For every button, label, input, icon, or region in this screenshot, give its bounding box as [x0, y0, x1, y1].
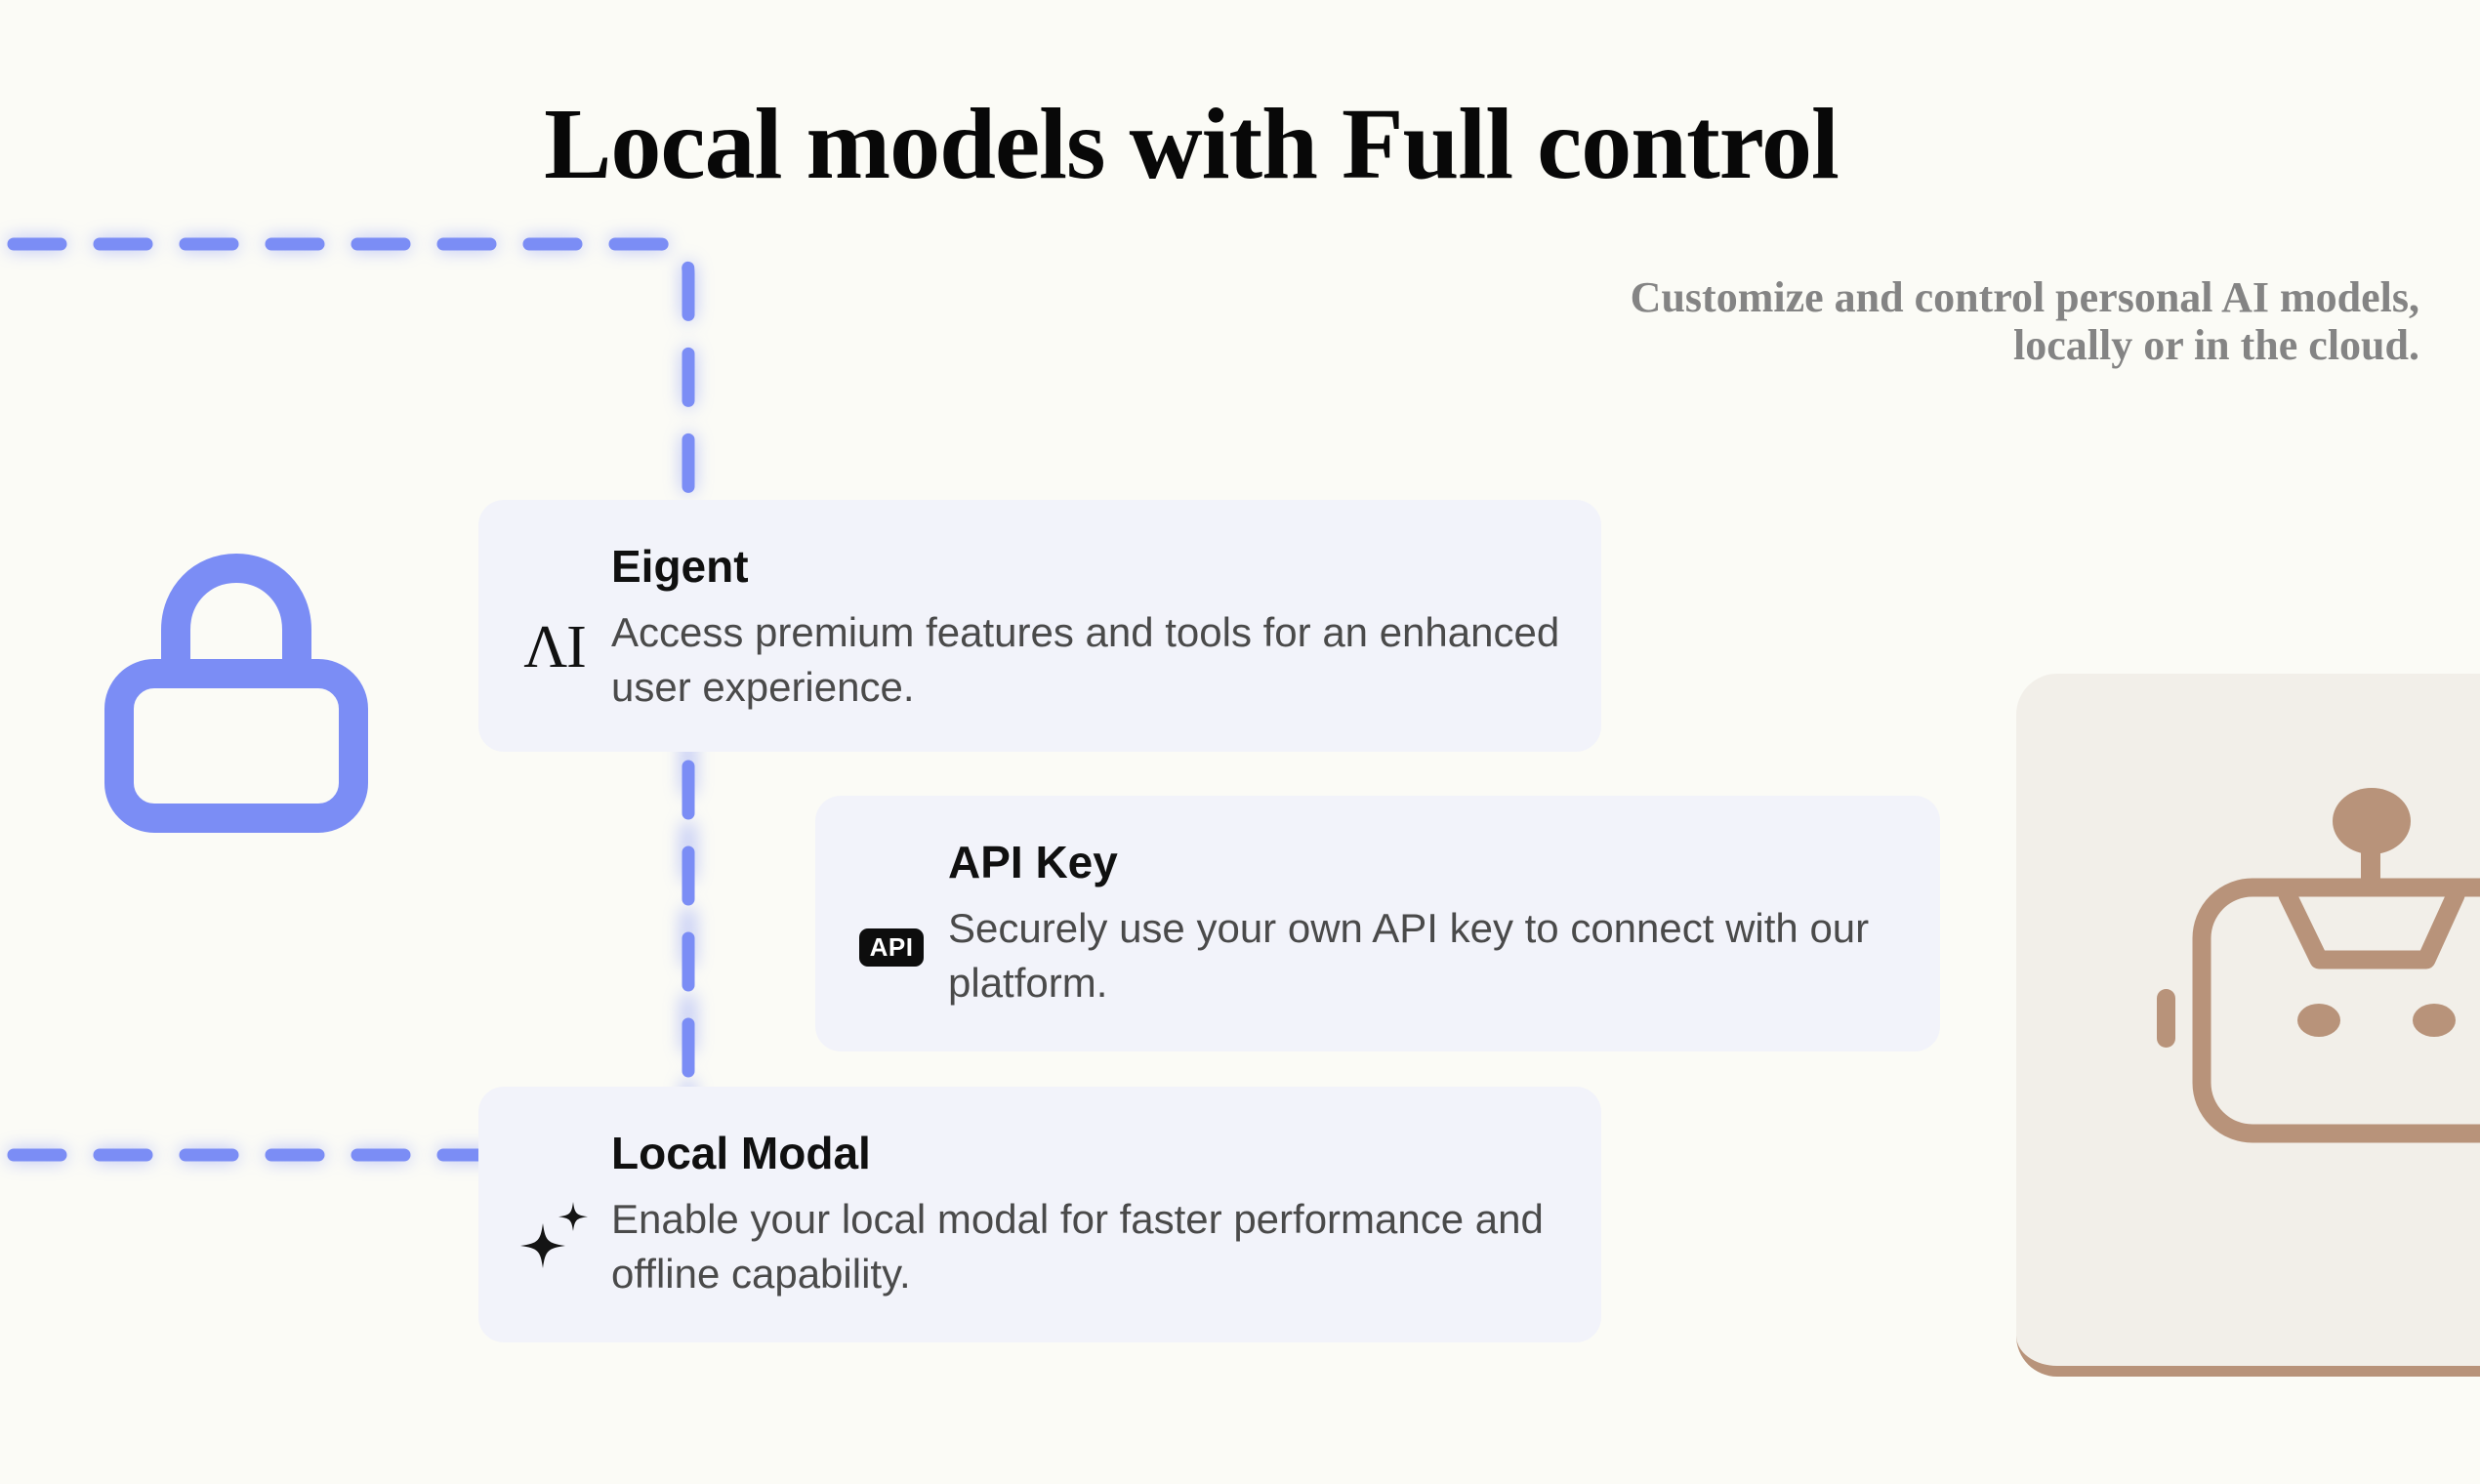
feature-card-eigent[interactable]: ΛI Eigent Access premium features and to…: [478, 500, 1601, 752]
sparkles-icon-glyph: [520, 1202, 588, 1268]
feature-card-local-modal[interactable]: Local Modal Enable your local modal for …: [478, 1087, 1601, 1342]
feature-card-description: Enable your local modal for faster perfo…: [611, 1196, 1544, 1297]
lock-icon-wrapper: [98, 547, 376, 845]
feature-card-body: Local Modal Enable your local modal for …: [611, 1130, 1566, 1300]
feature-card-description: Securely use your own API key to connect…: [948, 905, 1870, 1006]
eigent-lambda-logo-icon: ΛI: [523, 614, 587, 680]
robot-icon: [2157, 788, 2480, 1143]
lock-icon: [104, 553, 368, 833]
page-subtitle-line-1: Customize and control personal AI models…: [1630, 273, 2419, 321]
api-badge-icon: API: [849, 905, 933, 989]
feature-card-title: API Key: [948, 837, 1118, 887]
feature-card-title: Eigent: [611, 541, 749, 592]
feature-card-title: Local Modal: [611, 1128, 871, 1178]
robot-icon-wrapper: [2141, 786, 2480, 1250]
page-title: Local models with Full control: [544, 88, 1839, 200]
page-subtitle: Customize and control personal AI models…: [1053, 273, 2419, 370]
feature-card-body: API Key Securely use your own API key to…: [948, 839, 1905, 1010]
sparkles-icon: [513, 1194, 597, 1278]
feature-card-description: Access premium features and tools for an…: [611, 609, 1560, 710]
robot-illustration-card: [2016, 674, 2480, 1377]
feature-card-body: Eigent Access premium features and tools…: [611, 543, 1566, 714]
page-subtitle-line-2: locally or in the cloud.: [2013, 321, 2419, 370]
feature-card-api-key[interactable]: API API Key Securely use your own API ke…: [815, 796, 1940, 1051]
